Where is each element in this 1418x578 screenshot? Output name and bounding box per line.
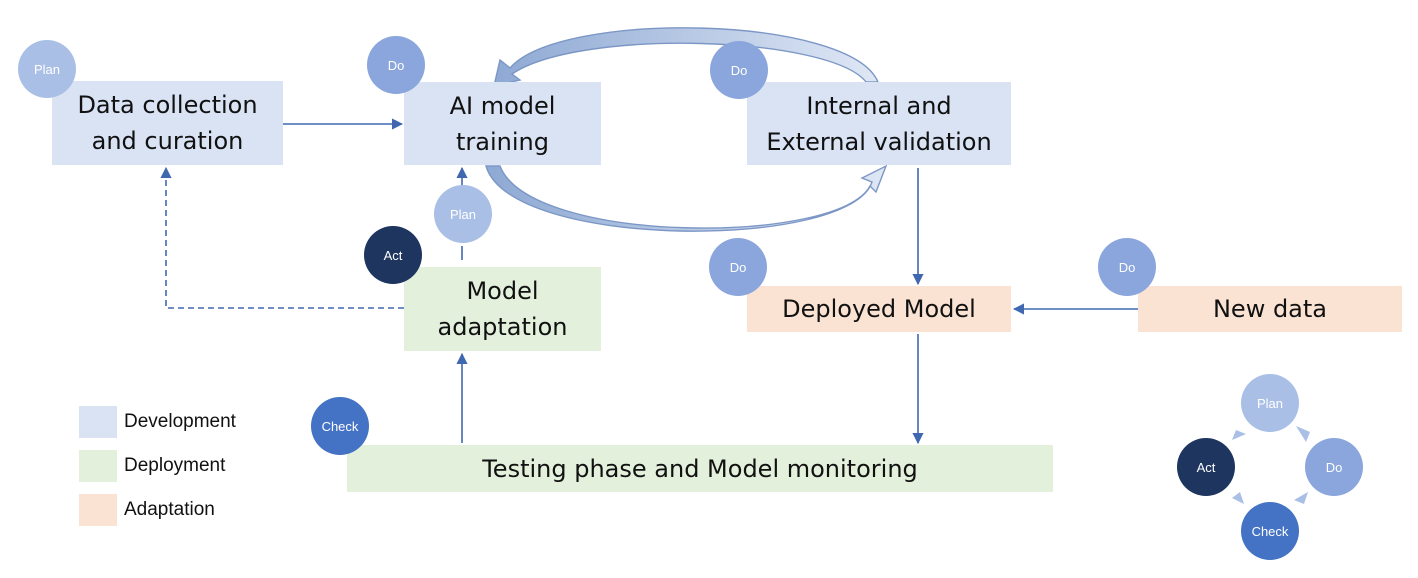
cycle-arrow-plan-to-do xyxy=(1296,426,1310,442)
badge-do-new-data: Do xyxy=(1098,238,1156,296)
box-data-collection-line1: Data collection xyxy=(77,91,258,119)
box-model-adaptation-line1: Model xyxy=(466,277,539,305)
legend-label-development: Development xyxy=(124,411,236,432)
cycle-arrow-do-to-check xyxy=(1294,492,1308,504)
box-ai-training: AI model training xyxy=(404,82,601,165)
loop-arrow-validation-to-training xyxy=(493,27,880,87)
box-model-adaptation-line2: adaptation xyxy=(437,313,568,341)
legend-swatch-deployment xyxy=(79,450,117,482)
box-new-data: New data xyxy=(1138,286,1402,332)
box-validation-line1: Internal and xyxy=(806,91,952,120)
legend-swatch-adaptation xyxy=(79,494,117,526)
loop-arrow-training-to-validation xyxy=(485,164,888,232)
box-data-collection: Data collection and curation xyxy=(52,81,283,165)
box-validation-line2: External validation xyxy=(766,127,992,156)
badge-check-testing: Check xyxy=(311,397,369,455)
box-model-adaptation: Model adaptation xyxy=(404,267,601,351)
badge-do-deployed: Do xyxy=(709,238,767,296)
badge-do-ai-training: Do xyxy=(367,36,425,94)
badge-plan-data-collection: Plan xyxy=(18,40,76,98)
cycle-arrow-check-to-act xyxy=(1232,492,1244,504)
box-new-data-label: New data xyxy=(1212,295,1328,323)
box-validation: Internal and External validation xyxy=(747,82,1011,165)
badge-act-adaptation: Act xyxy=(364,226,422,284)
dashed-arrow-adaptation-to-collection xyxy=(160,166,404,309)
cycle-arrows xyxy=(1232,426,1310,504)
cycle-check-circle: Check xyxy=(1241,502,1299,560)
legend-swatch-development xyxy=(79,406,117,438)
box-testing-monitoring: Testing phase and Model monitoring xyxy=(347,445,1053,492)
box-deployed-model-label: Deployed Model xyxy=(782,295,976,323)
box-deployed-model: Deployed Model xyxy=(747,286,1011,332)
cycle-act-circle: Act xyxy=(1177,438,1235,496)
cycle-arrow-act-to-plan xyxy=(1232,430,1246,440)
legend-label-deployment: Deployment xyxy=(124,455,226,476)
box-ai-training-line1: AI model xyxy=(449,91,556,120)
box-data-collection-line2: and curation xyxy=(91,127,244,155)
legend-label-adaptation: Adaptation xyxy=(124,499,215,520)
box-ai-training-line2: training xyxy=(456,127,549,156)
badge-do-validation: Do xyxy=(710,41,768,99)
cycle-plan-circle: Plan xyxy=(1241,374,1299,432)
badge-plan-training-below: Plan xyxy=(434,185,492,243)
cycle-do-circle: Do xyxy=(1305,438,1363,496)
box-testing-monitoring-label: Testing phase and Model monitoring xyxy=(482,454,918,483)
